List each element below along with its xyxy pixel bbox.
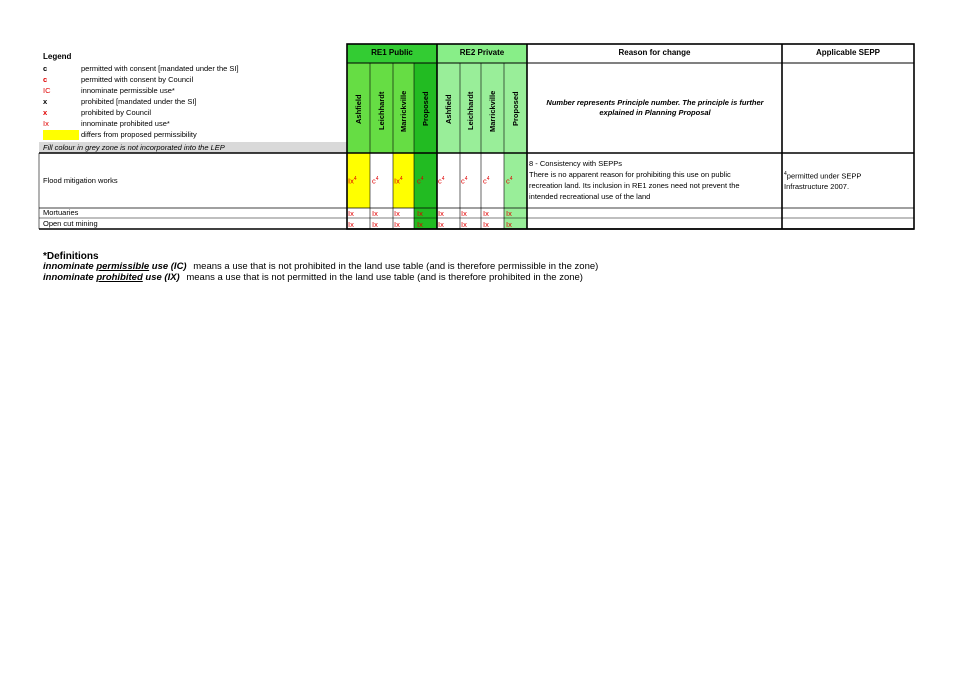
- code-cell: Ix: [417, 209, 423, 218]
- reason-text: recreation land. Its inclusion in RE1 zo…: [529, 181, 740, 190]
- header-re1-public: RE1 Public: [371, 48, 413, 57]
- code-cell: c4: [506, 176, 513, 186]
- code-cell: Ix: [483, 209, 489, 218]
- definition-line: innominate prohibited use (IX) means a u…: [43, 272, 583, 283]
- legend-code: c: [43, 64, 48, 73]
- reason-title: 8 - Consistency with SEPPs: [529, 159, 622, 168]
- legend-desc: prohibited [mandated under the SI]: [81, 97, 197, 106]
- reason-text: There is no apparent reason for prohibit…: [529, 170, 731, 179]
- definitions-title: *Definitions: [43, 251, 99, 262]
- legend-title: Legend: [43, 52, 72, 61]
- definition-line: innominate permissible use (IC) means a …: [43, 261, 599, 272]
- column-label: Marrickville: [399, 90, 408, 132]
- code-cell: Ix: [348, 209, 354, 218]
- legend-code: x: [43, 108, 48, 117]
- sepp-text: 4permitted under SEPP: [784, 171, 862, 181]
- column-label: Ashfield: [444, 94, 453, 124]
- code-cell: Ix: [461, 209, 467, 218]
- code-cell: Ix: [417, 220, 423, 229]
- code-cell: Ix4: [394, 176, 403, 186]
- legend-code: IC: [43, 86, 51, 95]
- header-re2-private: RE2 Private: [459, 48, 505, 57]
- code-cell: Ix: [438, 209, 444, 218]
- row-label: Flood mitigation works: [43, 176, 118, 185]
- header-sepp: Applicable SEPP: [815, 48, 881, 57]
- code-cell: Ix: [394, 220, 400, 229]
- legend-desc: prohibited by Council: [81, 108, 152, 117]
- code-cell: Ix: [372, 209, 378, 218]
- header-reason: Reason for change: [618, 48, 691, 57]
- legend-code: c: [43, 75, 48, 84]
- column-label: Proposed: [421, 91, 430, 126]
- column-label: Proposed: [511, 91, 520, 126]
- code-cell: Ix: [483, 220, 489, 229]
- legend-desc: differs from proposed permissibility: [81, 130, 197, 139]
- legend-desc: permitted with consent [mandated under t…: [81, 64, 239, 73]
- code-cell: c4: [372, 176, 379, 186]
- column-label: Marrickville: [488, 90, 497, 132]
- row-label: Open cut mining: [43, 219, 98, 228]
- legend-code: x: [43, 97, 48, 106]
- code-cell: c4: [438, 176, 445, 186]
- code-cell: Ix: [372, 220, 378, 229]
- sepp-text: Infrastructure 2007.: [784, 182, 850, 191]
- code-cell: Ix: [506, 209, 512, 218]
- table-grid: [38, 43, 915, 230]
- legend-desc: permitted with consent by Council: [81, 75, 194, 84]
- code-cell: Ix4: [348, 176, 357, 186]
- column-label: Ashfield: [354, 94, 363, 124]
- column-label: Leichhardt: [466, 91, 475, 130]
- code-cell: c4: [461, 176, 468, 186]
- reason-text: intended recreational use of the land: [529, 192, 651, 201]
- column-label: Leichhardt: [377, 91, 386, 130]
- principle-note: Number represents Principle number. The …: [546, 98, 764, 117]
- row-label: Mortuaries: [43, 208, 79, 217]
- code-cell: Ix: [438, 220, 444, 229]
- yellow-swatch: [43, 130, 79, 140]
- code-cell: Ix: [461, 220, 467, 229]
- grey-zone-note: Fill colour in grey zone is not incorpor…: [39, 142, 347, 153]
- legend-code: Ix: [43, 119, 49, 128]
- code-cell: Ix: [348, 220, 354, 229]
- code-cell: Ix: [394, 209, 400, 218]
- code-cell: c4: [417, 176, 424, 186]
- code-cell: c4: [483, 176, 490, 186]
- legend-desc: innominate permissible use*: [81, 86, 175, 95]
- legend-desc: innominate prohibited use*: [81, 119, 170, 128]
- code-cell: Ix: [506, 220, 512, 229]
